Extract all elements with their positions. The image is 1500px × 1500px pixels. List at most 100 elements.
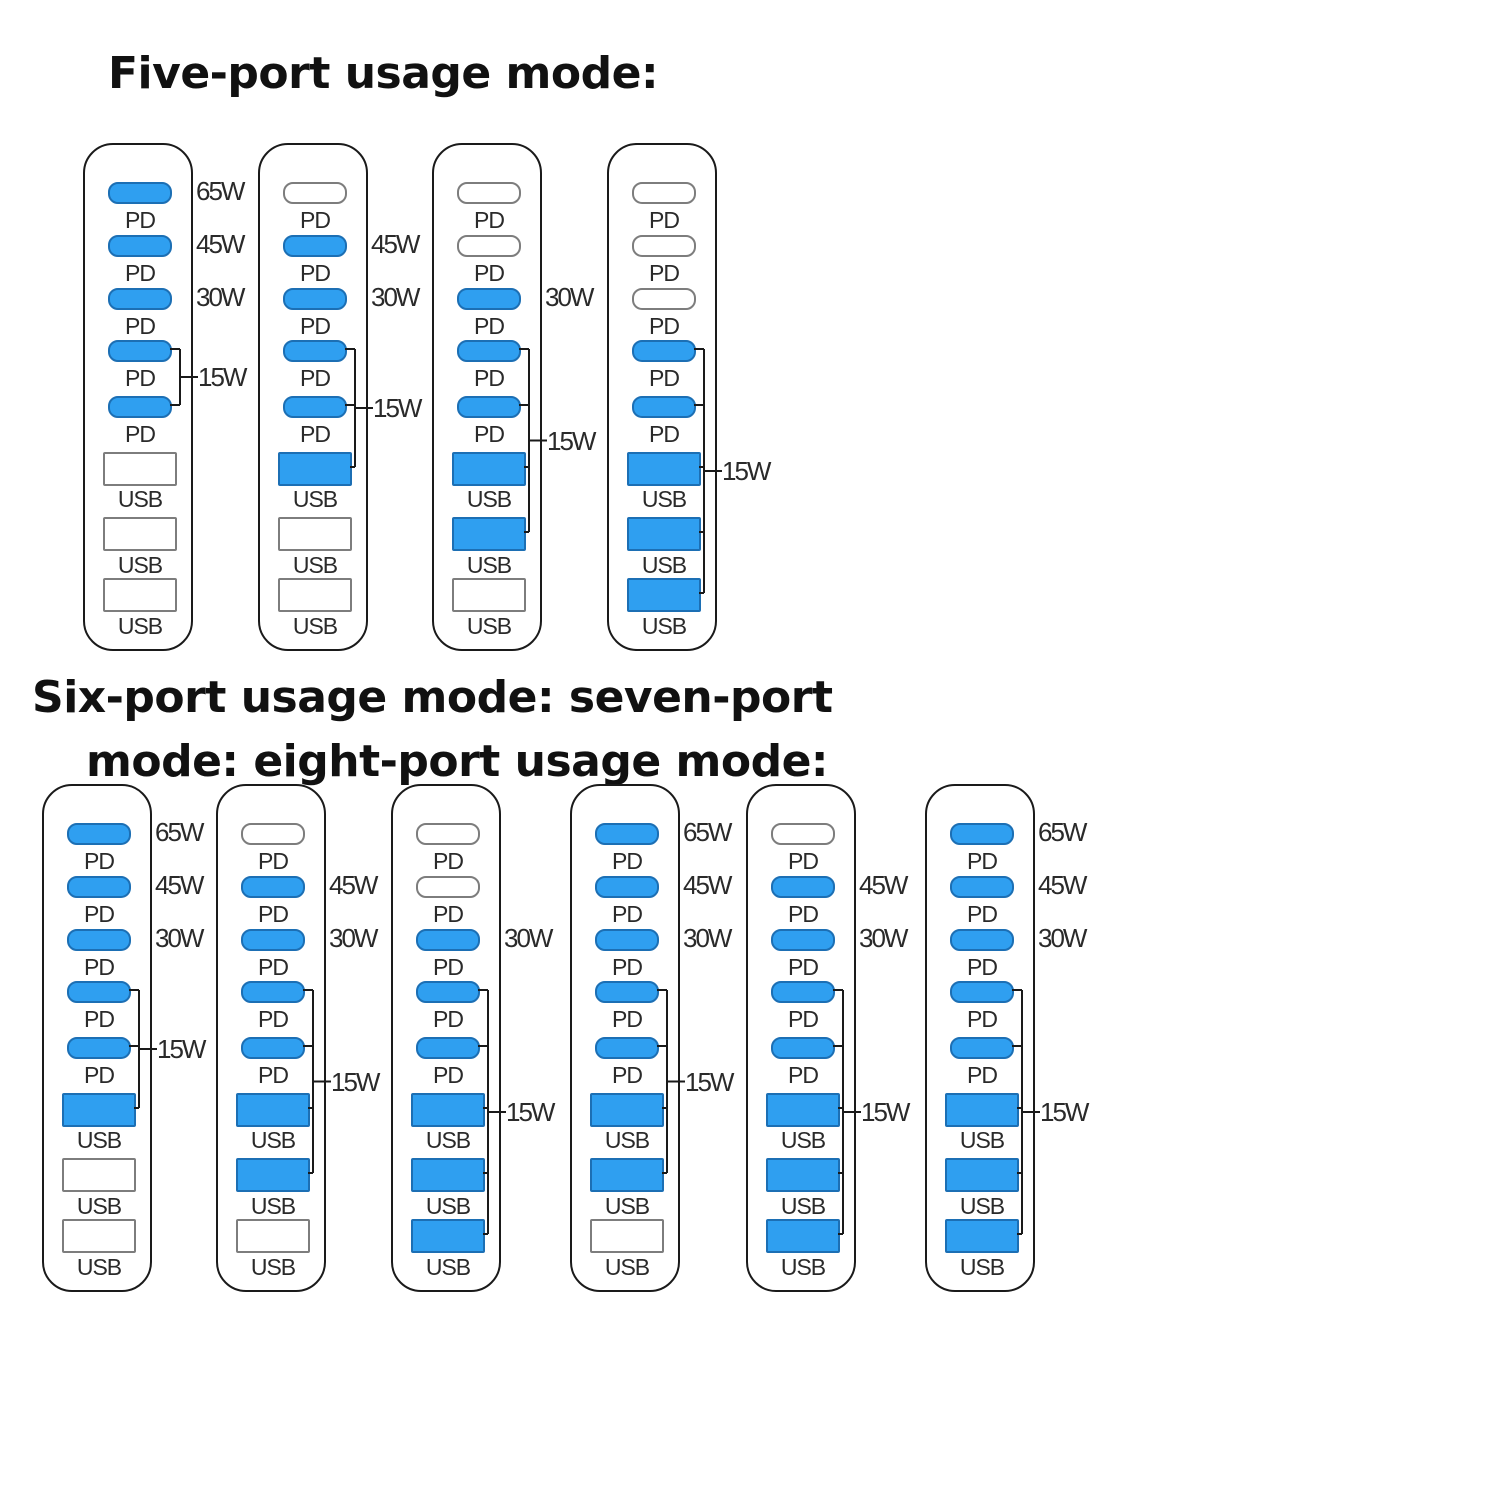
pd-port-active: [457, 396, 521, 418]
pd-label: PD: [300, 260, 331, 286]
pd-port-active: [595, 1037, 659, 1059]
pd-port-active: [595, 876, 659, 898]
usb-port-active: [236, 1158, 310, 1192]
pd-port-active: [283, 340, 347, 362]
pd-port-active: [67, 876, 131, 898]
wattage-label: 65W: [196, 176, 245, 206]
pd-label: PD: [649, 365, 680, 391]
pd-label: PD: [258, 1062, 289, 1088]
usb-label: USB: [780, 1127, 826, 1153]
shared-wattage-label: 15W: [722, 456, 771, 486]
shared-wattage-label: 15W: [861, 1097, 910, 1127]
pd-port-active: [108, 288, 172, 310]
usb-label: USB: [117, 613, 163, 639]
usb-port-active: [945, 1158, 1019, 1192]
wattage-label: 30W: [545, 282, 594, 312]
pd-label: PD: [967, 954, 998, 980]
pd-label: PD: [612, 1006, 643, 1032]
pd-port-inactive: [457, 182, 521, 204]
pd-port-active: [67, 1037, 131, 1059]
pd-label: PD: [788, 901, 819, 927]
pd-port-inactive: [771, 823, 835, 845]
wattage-label: 45W: [329, 870, 378, 900]
usb-port-active: [627, 452, 701, 486]
pd-port-active: [771, 1037, 835, 1059]
wattage-label: 30W: [196, 282, 245, 312]
usb-port-active: [411, 1093, 485, 1127]
pd-label: PD: [84, 1062, 115, 1088]
usb-port-inactive: [236, 1219, 310, 1253]
pd-port-active: [108, 340, 172, 362]
usb-port-active: [278, 452, 352, 486]
pd-label: PD: [649, 421, 680, 447]
six-port-heading-line1: Six-port usage mode: seven-port: [32, 672, 833, 723]
usb-label: USB: [466, 552, 512, 578]
pd-label: PD: [612, 954, 643, 980]
usb-label: USB: [117, 552, 163, 578]
pd-port-active: [595, 981, 659, 1003]
pd-label: PD: [967, 1062, 998, 1088]
pd-label: PD: [300, 421, 331, 447]
wattage-label: 65W: [683, 817, 732, 847]
six-port-heading-line2: mode: eight-port usage mode:: [86, 736, 829, 787]
wattage-label: 45W: [859, 870, 908, 900]
pd-port-active: [457, 288, 521, 310]
usb-label: USB: [641, 613, 687, 639]
pd-port-active: [241, 1037, 305, 1059]
pd-label: PD: [649, 207, 680, 233]
wattage-label: 65W: [155, 817, 204, 847]
usb-port-inactive: [278, 517, 352, 551]
pd-label: PD: [612, 848, 643, 874]
usb-label: USB: [250, 1127, 296, 1153]
usb-label: USB: [425, 1254, 471, 1280]
pd-label: PD: [258, 848, 289, 874]
pd-label: PD: [474, 313, 505, 339]
pd-label: PD: [125, 365, 156, 391]
pd-label: PD: [474, 207, 505, 233]
pd-port-active: [67, 981, 131, 1003]
pd-port-active: [108, 396, 172, 418]
pd-port-active: [632, 396, 696, 418]
pd-port-active: [457, 340, 521, 362]
wattage-label: 45W: [1038, 870, 1087, 900]
pd-label: PD: [967, 1006, 998, 1032]
pd-port-inactive: [632, 182, 696, 204]
pd-port-active: [283, 288, 347, 310]
pd-port-inactive: [632, 288, 696, 310]
usb-label: USB: [959, 1193, 1005, 1219]
usb-port-active: [590, 1158, 664, 1192]
usb-label: USB: [292, 486, 338, 512]
wattage-label: 45W: [683, 870, 732, 900]
pd-label: PD: [258, 901, 289, 927]
usb-port-inactive: [103, 452, 177, 486]
pd-label: PD: [433, 848, 464, 874]
usb-port-active: [766, 1158, 840, 1192]
usb-label: USB: [641, 486, 687, 512]
usb-port-inactive: [278, 578, 352, 612]
usb-label: USB: [604, 1254, 650, 1280]
pd-port-active: [241, 981, 305, 1003]
pd-port-active: [416, 929, 480, 951]
usb-port-active: [411, 1158, 485, 1192]
pd-port-inactive: [416, 876, 480, 898]
usb-label: USB: [604, 1127, 650, 1153]
usb-label: USB: [780, 1193, 826, 1219]
usb-port-active: [945, 1219, 1019, 1253]
shared-wattage-label: 15W: [685, 1066, 734, 1097]
pd-label: PD: [300, 207, 331, 233]
pd-port-active: [950, 823, 1014, 845]
pd-port-active: [950, 1037, 1014, 1059]
pd-port-active: [241, 929, 305, 951]
usb-port-active: [452, 452, 526, 486]
usb-port-inactive: [103, 578, 177, 612]
pd-label: PD: [300, 313, 331, 339]
pd-port-active: [416, 1037, 480, 1059]
wattage-label: 30W: [329, 923, 378, 953]
pd-port-active: [950, 981, 1014, 1003]
